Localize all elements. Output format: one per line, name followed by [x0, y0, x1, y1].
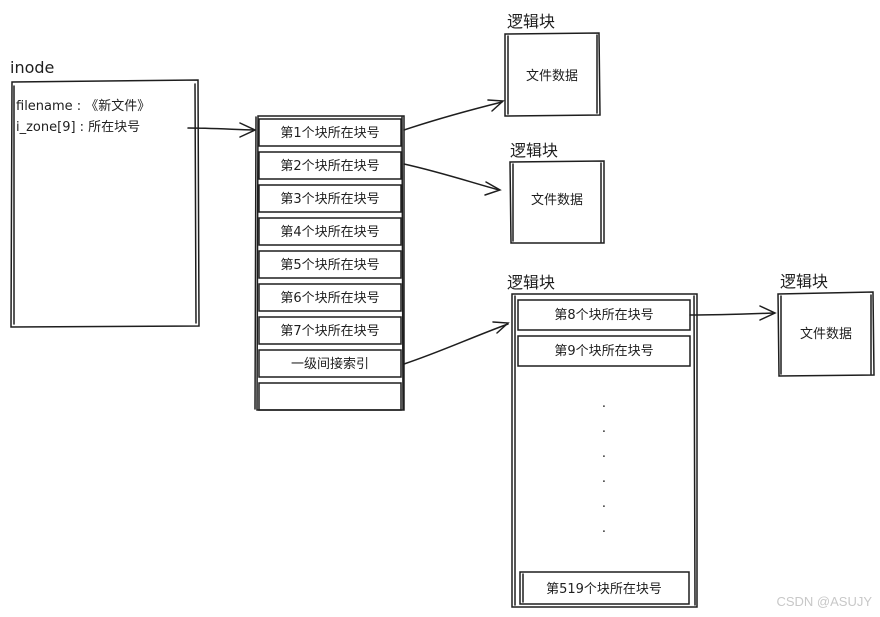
indirect-block-frame	[511, 293, 698, 608]
zone-entry-label: 第7个块所在块号	[280, 324, 379, 339]
logical-block-3: 逻辑块 文件数据	[777, 272, 875, 377]
zone-entry-box	[258, 217, 402, 246]
ellipsis-dot: ·	[602, 400, 606, 415]
zone-entry-box	[258, 316, 402, 345]
zone-entry-label: 第6个块所在块号	[280, 291, 379, 306]
zone-table-frame	[256, 115, 405, 411]
zone-entry-box	[258, 118, 402, 147]
arrow-zone1-to-block1	[403, 99, 505, 131]
logical-block-1-box	[504, 32, 601, 117]
logical-block-2: 逻辑块 文件数据	[509, 141, 605, 244]
arrow-inode-to-zone	[187, 122, 257, 138]
zone-entry-label: 第2个块所在块号	[280, 159, 379, 174]
zone-entry-box	[258, 250, 402, 279]
indirect-entry-box	[517, 299, 691, 331]
logical-block-1-label: 文件数据	[526, 69, 578, 84]
logical-block-3-title: 逻辑块	[780, 272, 828, 291]
logical-block-3-label: 文件数据	[800, 327, 852, 342]
ellipsis: · · · · · ·	[602, 400, 606, 540]
inode-block: inode filename : 《新文件》 i_zone[9] : 所在块号	[10, 58, 200, 328]
zone-entry: 一级间接索引	[258, 349, 402, 378]
logical-block-3-box	[777, 291, 875, 377]
zone-entry-label: 第1个块所在块号	[280, 126, 379, 141]
zone-entry: 第7个块所在块号	[258, 316, 402, 345]
ellipsis-dot: ·	[602, 500, 606, 515]
ellipsis-dot: ·	[602, 450, 606, 465]
logical-block-2-box	[509, 160, 605, 244]
zone-entry-label: 第4个块所在块号	[280, 225, 379, 240]
watermark: CSDN @ASUJY	[776, 594, 872, 609]
arrow-zone2-to-block2	[403, 163, 502, 196]
indirect-entry-label: 第9个块所在块号	[554, 344, 653, 359]
zone-entry-box	[258, 184, 402, 213]
zone-entry-label: 一级间接索引	[291, 356, 369, 372]
indirect-last-label: 第519个块所在块号	[546, 582, 662, 597]
zone-entry-box	[258, 151, 402, 180]
zone-entry-box	[258, 283, 402, 312]
logical-block-1-title: 逻辑块	[507, 12, 555, 31]
zone-entry-box	[258, 349, 402, 378]
inode-box-double-edge	[13, 83, 197, 325]
zone-entry: 第4个块所在块号	[258, 217, 402, 246]
inode-filename: filename : 《新文件》	[16, 98, 150, 114]
arrow-indirect-to-block	[403, 321, 510, 365]
inode-box	[10, 79, 200, 328]
indirect-entry: 第8个块所在块号	[517, 299, 691, 331]
indirect-entry-box	[517, 335, 691, 367]
zone-entry	[258, 382, 402, 411]
indirect-last-row	[519, 571, 690, 605]
ellipsis-dot: ·	[602, 475, 606, 490]
zone-entry-box	[258, 382, 402, 411]
zone-entry: 第2个块所在块号	[258, 151, 402, 180]
zone-entry-label: 第3个块所在块号	[280, 192, 379, 207]
indirect-block-title: 逻辑块	[507, 273, 555, 292]
zone-table-double-edge	[254, 116, 404, 410]
zone-entry: 第5个块所在块号	[258, 250, 402, 279]
logical-block-2-title: 逻辑块	[510, 141, 558, 160]
ellipsis-dot: ·	[602, 425, 606, 440]
indirect-entry-label: 第8个块所在块号	[554, 308, 653, 323]
zone-entry: 第1个块所在块号	[258, 118, 402, 147]
arrow-block8-to-block3	[689, 305, 777, 321]
logical-block-1: 逻辑块 文件数据	[504, 12, 601, 117]
inode-izone: i_zone[9] : 所在块号	[16, 120, 140, 135]
zone-entry: 第3个块所在块号	[258, 184, 402, 213]
ellipsis-dot: ·	[602, 525, 606, 540]
logical-block-2-label: 文件数据	[531, 193, 583, 208]
zone-entry: 第6个块所在块号	[258, 283, 402, 312]
zone-entry-label: 第5个块所在块号	[280, 258, 379, 273]
zone-table: 第1个块所在块号第2个块所在块号第3个块所在块号第4个块所在块号第5个块所在块号…	[254, 115, 405, 411]
indirect-entry: 第9个块所在块号	[517, 335, 691, 367]
inode-title: inode	[10, 58, 54, 77]
